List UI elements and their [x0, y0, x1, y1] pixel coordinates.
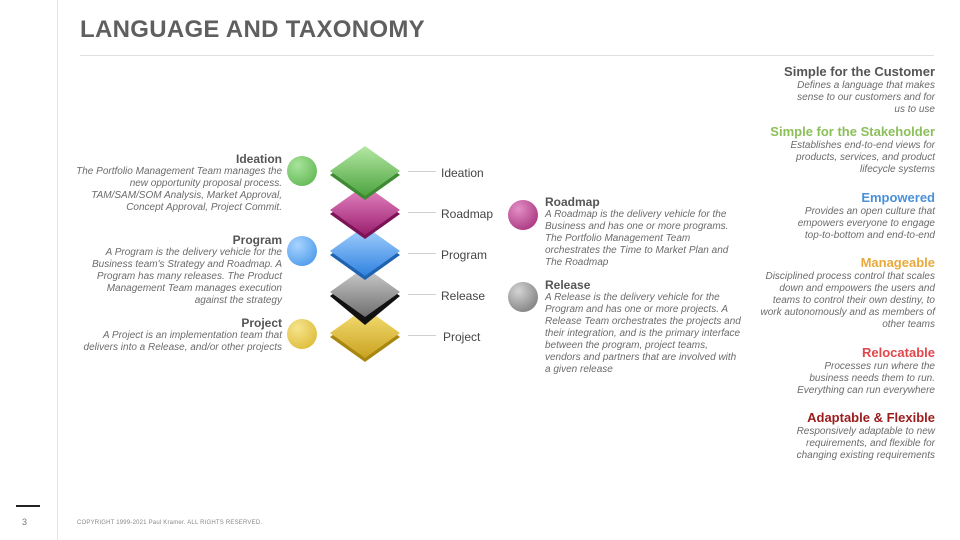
release-connector	[408, 294, 436, 295]
roadmap-heading: Roadmap	[545, 195, 600, 209]
left-rail-divider	[57, 0, 58, 540]
principle-body: Disciplined process control that scales …	[760, 271, 935, 330]
page-title: LANGUAGE AND TAXONOMY	[80, 16, 425, 43]
taxonomy-stack-diagram	[330, 146, 400, 362]
principle-heading: Empowered	[861, 190, 935, 205]
roadmap-layer-label: Roadmap	[441, 207, 494, 221]
principle-heading: Simple for the Stakeholder	[770, 124, 935, 139]
program-description: Program A Program is the delivery vehicl…	[72, 233, 282, 307]
principle-relocatable: Relocatable Processes run where the busi…	[745, 345, 935, 397]
roadmap-circle-icon	[508, 200, 538, 230]
program-layer-diamond	[330, 226, 400, 280]
principle-body: Establishes end-to-end views for product…	[790, 140, 935, 175]
project-circle-icon	[287, 319, 317, 349]
release-description: Release A Release is the delivery vehicl…	[545, 278, 741, 376]
ideation-layer-diamond	[330, 146, 400, 200]
principle-manageable: Manageable Disciplined process control t…	[745, 255, 935, 331]
roadmap-description: Roadmap A Roadmap is the delivery vehicl…	[545, 195, 745, 269]
principle-heading: Manageable	[860, 255, 935, 270]
project-layer-diamond	[330, 308, 400, 362]
release-body: A Release is the delivery vehicle for th…	[545, 292, 741, 375]
copyright-footer: COPYRIGHT 1999-2021 Paul Kramer. ALL RIG…	[77, 520, 263, 526]
page-marker	[16, 505, 40, 507]
program-circle-icon	[287, 236, 317, 266]
release-circle-icon	[508, 282, 538, 312]
ideation-description: Ideation The Portfolio Management Team m…	[72, 152, 282, 214]
principle-simple-stakeholder: Simple for the Stakeholder Establishes e…	[745, 124, 935, 176]
roadmap-body: A Roadmap is the delivery vehicle for th…	[545, 209, 729, 268]
ideation-layer-label: Ideation	[441, 166, 484, 180]
principle-simple-customer: Simple for the Customer Defines a langua…	[745, 64, 935, 116]
page-number: 3	[22, 517, 28, 527]
project-description: Project A Project is an implementation t…	[72, 316, 282, 354]
ideation-connector	[408, 171, 436, 172]
principle-adaptable-flexible: Adaptable & Flexible Responsively adapta…	[745, 410, 935, 462]
ideation-circle-icon	[287, 156, 317, 186]
principle-heading: Adaptable & Flexible	[807, 410, 935, 425]
release-layer-label: Release	[441, 289, 486, 303]
principle-empowered: Empowered Provides an open culture that …	[745, 190, 935, 242]
principle-heading: Relocatable	[862, 345, 935, 360]
release-heading: Release	[545, 278, 591, 292]
program-heading: Program	[232, 233, 282, 247]
program-body: A Program is the delivery vehicle for th…	[92, 247, 282, 306]
project-heading: Project	[241, 316, 282, 330]
title-divider	[80, 55, 934, 56]
ideation-body: The Portfolio Management Team manages th…	[76, 166, 282, 213]
program-layer-label: Program	[441, 248, 488, 262]
program-connector	[408, 253, 436, 254]
principle-heading: Simple for the Customer	[784, 64, 935, 79]
principle-body: Responsively adaptable to new requiremen…	[796, 426, 935, 461]
project-layer-label: Project	[443, 330, 481, 344]
principle-body: Defines a language that makes sense to o…	[797, 80, 935, 115]
project-body: A Project is an implementation team that…	[83, 330, 282, 353]
roadmap-connector	[408, 212, 436, 213]
principle-body: Provides an open culture that empowers e…	[797, 206, 935, 241]
roadmap-layer-diamond	[330, 185, 400, 239]
ideation-heading: Ideation	[235, 152, 282, 166]
principle-body: Processes run where the business needs t…	[797, 361, 935, 396]
release-layer-diamond	[330, 267, 400, 325]
project-connector	[408, 335, 436, 336]
